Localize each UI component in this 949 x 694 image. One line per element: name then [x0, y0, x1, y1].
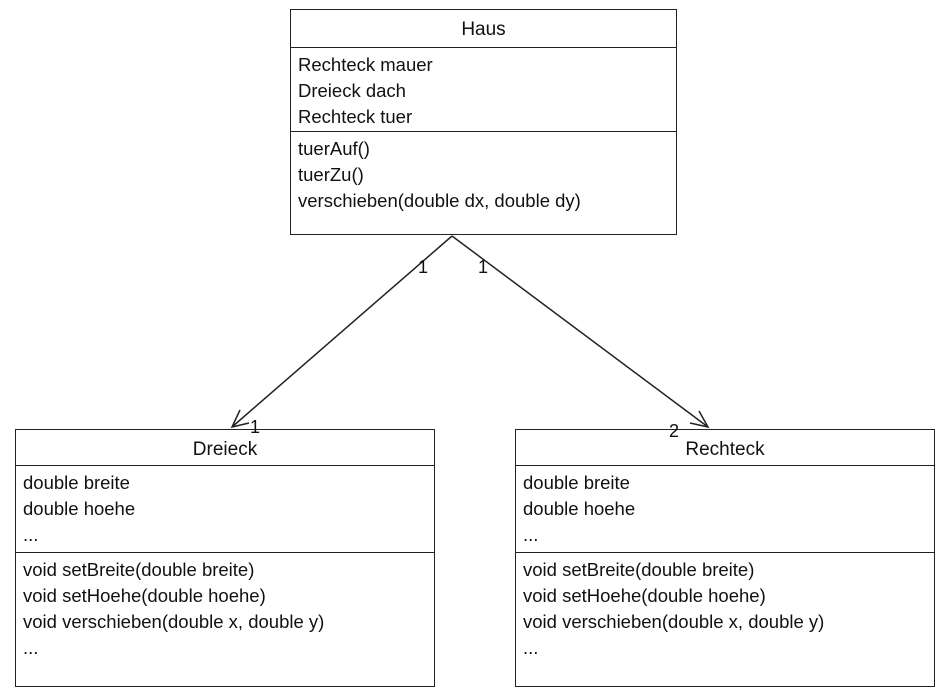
method: ...: [23, 637, 39, 658]
attribute: Rechteck mauer: [298, 54, 433, 75]
multiplicity-label: 2: [669, 421, 679, 441]
methods-haus: tuerAuf() tuerZu() verschieben(double dx…: [291, 132, 676, 214]
attribute: ...: [23, 524, 39, 545]
method: tuerZu(): [298, 164, 364, 185]
attributes-rechteck: double breite double hoehe ...: [516, 466, 934, 553]
attributes-dreieck: double breite double hoehe ...: [16, 466, 434, 553]
method: tuerAuf(): [298, 138, 370, 159]
attribute: Dreieck dach: [298, 80, 406, 101]
attribute: Rechteck tuer: [298, 106, 413, 127]
method: void verschieben(double x, double y): [23, 611, 325, 632]
arrowhead-icon: [230, 409, 250, 429]
multiplicity-label: 1: [250, 417, 260, 437]
attribute: double hoehe: [23, 498, 136, 519]
methods-rechteck: void setBreite(double breite) void setHo…: [516, 553, 934, 661]
method: ...: [523, 637, 539, 658]
attribute: double breite: [523, 472, 630, 493]
attributes-haus: Rechteck mauer Dreieck dach Rechteck tue…: [291, 48, 676, 132]
class-dreieck: Dreieck double breite double hoehe ... v…: [15, 429, 435, 687]
class-rechteck: Rechteck double breite double hoehe ... …: [515, 429, 935, 687]
class-haus: Haus Rechteck mauer Dreieck dach Rechtec…: [290, 9, 677, 235]
method: void setHoehe(double hoehe): [523, 585, 766, 606]
method: verschieben(double dx, double dy): [298, 190, 581, 211]
attribute: double breite: [23, 472, 130, 493]
method: void verschieben(double x, double y): [523, 611, 825, 632]
method: void setBreite(double breite): [523, 559, 755, 580]
multiplicity-label: 1: [478, 257, 488, 277]
method: void setHoehe(double hoehe): [23, 585, 266, 606]
class-name-rechteck: Rechteck: [516, 430, 934, 466]
association-haus-rechteck: 1 2: [451, 235, 710, 441]
attribute: double hoehe: [523, 498, 636, 519]
method: void setBreite(double breite): [23, 559, 255, 580]
class-name-haus: Haus: [291, 10, 676, 48]
association-haus-dreieck: 1 1: [230, 235, 453, 437]
attribute: ...: [523, 524, 539, 545]
class-name-dreieck: Dreieck: [16, 430, 434, 466]
arrowhead-icon: [689, 410, 710, 429]
multiplicity-label: 1: [418, 257, 428, 277]
methods-dreieck: void setBreite(double breite) void setHo…: [16, 553, 434, 661]
